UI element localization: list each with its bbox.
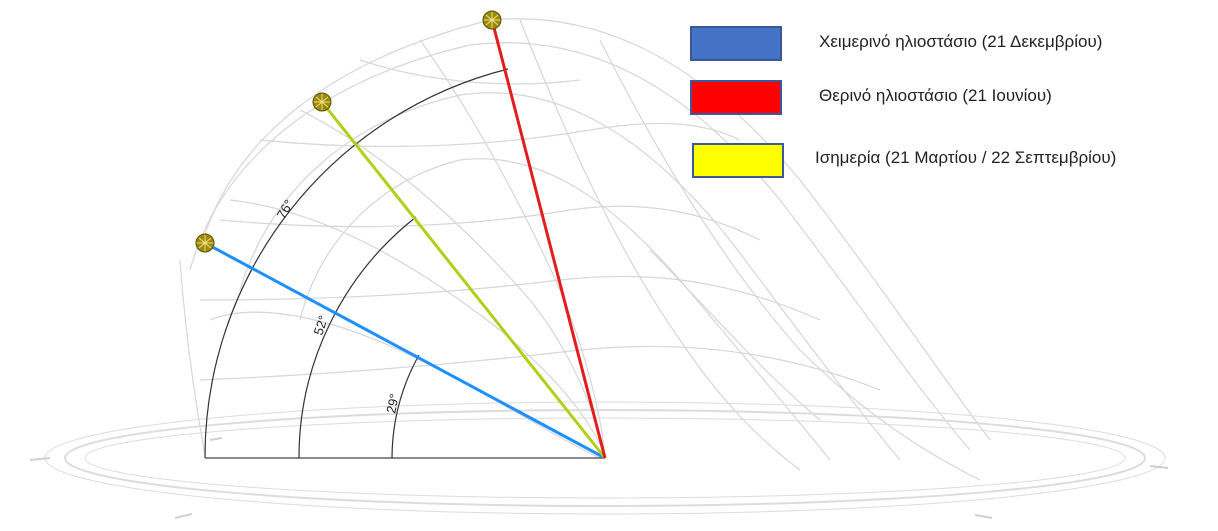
legend-swatch-winter <box>690 26 782 61</box>
summer-solstice-ray <box>490 19 607 459</box>
legend-swatch-summer <box>690 80 782 115</box>
sun-path-grid <box>179 18 991 481</box>
angle-label-29: 29° <box>383 392 402 414</box>
arc-76 <box>204 68 509 459</box>
angle-label-76: 76° <box>274 197 297 222</box>
compass-ticks <box>29 437 1169 519</box>
winter-solstice-ray <box>204 241 606 460</box>
legend-label-equinox: Ισημερία (21 Μαρτίου / 22 Σεπτεμβρίου) <box>815 148 1117 167</box>
sun-icon <box>195 233 215 253</box>
angle-arcs <box>204 68 509 459</box>
sun-icon <box>482 10 502 30</box>
arc-52 <box>298 216 417 459</box>
legend-label-winter: Χειμερινό ηλιοστάσιο (21 Δεκεμβρίου) <box>819 32 1103 51</box>
legend-swatch-equinox <box>692 143 784 178</box>
sun-icon <box>312 92 332 112</box>
angle-label-52: 52° <box>311 314 331 337</box>
arc-29 <box>391 354 420 459</box>
equinox-ray <box>320 101 607 459</box>
legend-label-summer: Θερινό ηλιοστάσιο (21 Ιουνίου) <box>819 86 1052 105</box>
